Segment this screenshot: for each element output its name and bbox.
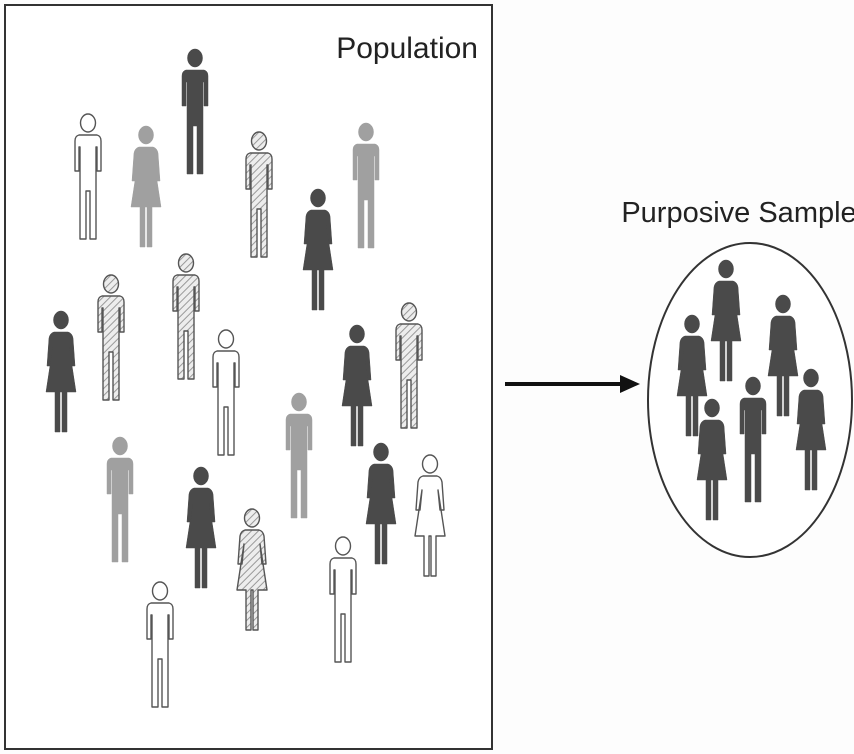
person-male-hatched (97, 274, 125, 401)
sample-figures (676, 259, 827, 521)
person-female-dark (341, 324, 373, 447)
person-male-gray (106, 436, 134, 563)
sample-person-female (710, 259, 742, 382)
population-box (4, 4, 493, 750)
purposive-sample-label: Purposive Sample (621, 197, 854, 229)
person-female-dark (45, 310, 77, 433)
person-female-dark (185, 466, 217, 589)
person-male-hatched (395, 302, 423, 429)
person-male-white (212, 329, 240, 456)
person-male-white (146, 581, 174, 708)
sample-person-female (767, 294, 799, 417)
population-figures (45, 48, 446, 708)
population-label: Population (336, 32, 478, 65)
sample-person-female (795, 368, 827, 491)
person-male-dark (181, 48, 209, 175)
person-female-dark (365, 442, 397, 565)
sample-person-male (739, 376, 767, 503)
person-female-gray (130, 125, 162, 248)
person-male-white (329, 536, 357, 663)
sample-person-female (696, 398, 728, 521)
person-female-hatched (236, 508, 268, 631)
person-male-hatched (245, 131, 273, 258)
arrow (505, 375, 640, 393)
person-male-hatched (172, 253, 200, 380)
person-female-white (414, 454, 446, 577)
sample-person-female (676, 314, 708, 437)
person-female-dark (302, 188, 334, 311)
person-male-gray (352, 122, 380, 249)
person-male-gray (285, 392, 313, 519)
person-male-white (74, 113, 102, 240)
